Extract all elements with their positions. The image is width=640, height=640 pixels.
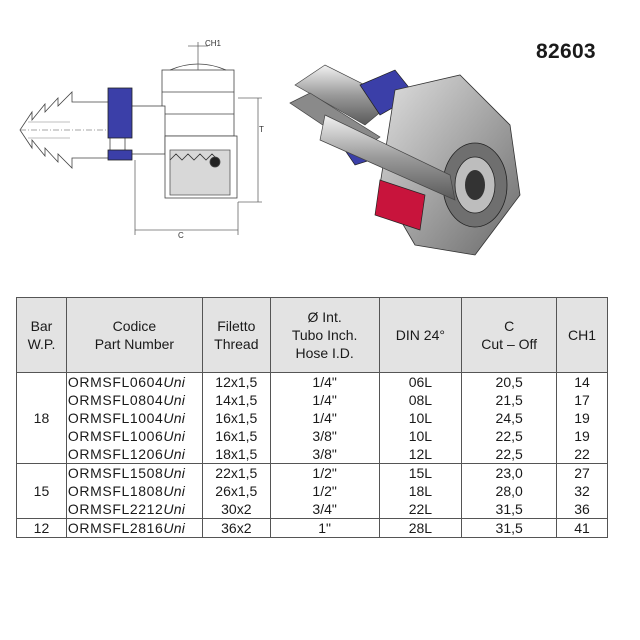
cut-off-cell: 24,5: [461, 409, 558, 427]
ch1-cell: 14: [556, 372, 608, 391]
ch1-cell: 41: [556, 518, 608, 538]
din-cell: 15L: [378, 463, 463, 482]
bar-pressure-cell: 18: [16, 372, 67, 464]
part-suffix: Uni: [163, 520, 186, 536]
hose-id-cell: 1/2": [269, 482, 380, 500]
part-number: ORMSFL1004: [67, 410, 164, 426]
ch1-cell: 32: [556, 482, 608, 500]
part-suffix: Uni: [163, 501, 186, 517]
din-cell: 10L: [378, 427, 463, 445]
hose-id-cell: 3/8": [269, 445, 380, 464]
thread-cell: 22x1,5: [201, 463, 271, 482]
label-c: C: [178, 231, 184, 240]
din-cell: 18L: [378, 482, 463, 500]
part-number-cell: ORMSFL0604Uni: [65, 372, 203, 391]
label-t: T: [259, 125, 264, 134]
part-suffix: Uni: [163, 428, 186, 444]
thread-cell: 12x1,5: [201, 372, 271, 391]
hose-id-cell: 1/4": [269, 391, 380, 409]
part-number: ORMSFL1006: [67, 428, 164, 444]
label-ch1: CH1: [205, 39, 222, 48]
hose-id-cell: 3/8": [269, 427, 380, 445]
cut-off-cell: 20,5: [461, 372, 558, 391]
ch1-cell: 19: [556, 427, 608, 445]
thread-cell: 26x1,5: [201, 482, 271, 500]
cut-off-cell: 21,5: [461, 391, 558, 409]
hose-id-cell: 1": [269, 518, 380, 538]
part-suffix: Uni: [163, 483, 186, 499]
part-number-cell: ORMSFL0804Uni: [65, 391, 203, 409]
header-ch1: CH1: [556, 297, 608, 373]
hose-id-cell: 3/4": [269, 500, 380, 519]
thread-cell: 16x1,5: [201, 409, 271, 427]
part-number-cell: ORMSFL2816Uni: [65, 518, 203, 538]
part-suffix: Uni: [163, 465, 186, 481]
ch1-cell: 22: [556, 445, 608, 464]
part-number: ORMSFL1206: [67, 446, 164, 462]
thread-cell: 30x2: [201, 500, 271, 519]
part-number: ORMSFL0804: [67, 392, 164, 408]
din-cell: 12L: [378, 445, 463, 464]
cut-off-cell: 22,5: [461, 427, 558, 445]
part-number: ORMSFL2816: [67, 520, 164, 536]
cut-off-cell: 28,0: [461, 482, 558, 500]
hose-id-cell: 1/4": [269, 409, 380, 427]
header-din: DIN 24°: [378, 297, 463, 373]
product-code: 82603: [536, 40, 596, 63]
thread-cell: 18x1,5: [201, 445, 271, 464]
bar-pressure-cell: 12: [16, 518, 67, 538]
part-number-cell: ORMSFL1508Uni: [65, 463, 203, 482]
part-number: ORMSFL0604: [67, 374, 164, 390]
din-cell: 22L: [378, 500, 463, 519]
din-cell: 28L: [378, 518, 463, 538]
ch1-cell: 19: [556, 409, 608, 427]
cut-off-cell: 31,5: [461, 518, 558, 538]
cut-off-cell: 23,0: [461, 463, 558, 482]
ch1-cell: 17: [556, 391, 608, 409]
bar-pressure-cell: 15: [16, 463, 67, 519]
part-number-cell: ORMSFL2212Uni: [65, 500, 203, 519]
ch1-cell: 36: [556, 500, 608, 519]
fitting-render: [289, 64, 521, 256]
din-cell: 06L: [378, 372, 463, 391]
part-suffix: Uni: [163, 410, 186, 426]
part-number-cell: ORMSFL1006Uni: [65, 427, 203, 445]
thread-cell: 36x2: [201, 518, 271, 538]
hose-id-cell: 1/4": [269, 372, 380, 391]
part-number-cell: ORMSFL1206Uni: [65, 445, 203, 464]
cut-off-cell: 22,5: [461, 445, 558, 464]
part-suffix: Uni: [163, 374, 186, 390]
thread-cell: 16x1,5: [201, 427, 271, 445]
part-suffix: Uni: [163, 446, 186, 462]
ch1-cell: 27: [556, 463, 608, 482]
technical-drawing: CH1 T C: [19, 39, 264, 240]
hose-id-cell: 1/2": [269, 463, 380, 482]
din-cell: 08L: [378, 391, 463, 409]
din-cell: 10L: [378, 409, 463, 427]
cut-off-cell: 31,5: [461, 500, 558, 519]
header-hose-id: Ø Int.Tubo Inch.Hose I.D.: [269, 297, 380, 373]
part-number-cell: ORMSFL1808Uni: [65, 482, 203, 500]
part-suffix: Uni: [163, 392, 186, 408]
thread-cell: 14x1,5: [201, 391, 271, 409]
part-number-cell: ORMSFL1004Uni: [65, 409, 203, 427]
part-number: ORMSFL1808: [67, 483, 164, 499]
part-number: ORMSFL2212: [67, 501, 164, 517]
part-number: ORMSFL1508: [67, 465, 164, 481]
